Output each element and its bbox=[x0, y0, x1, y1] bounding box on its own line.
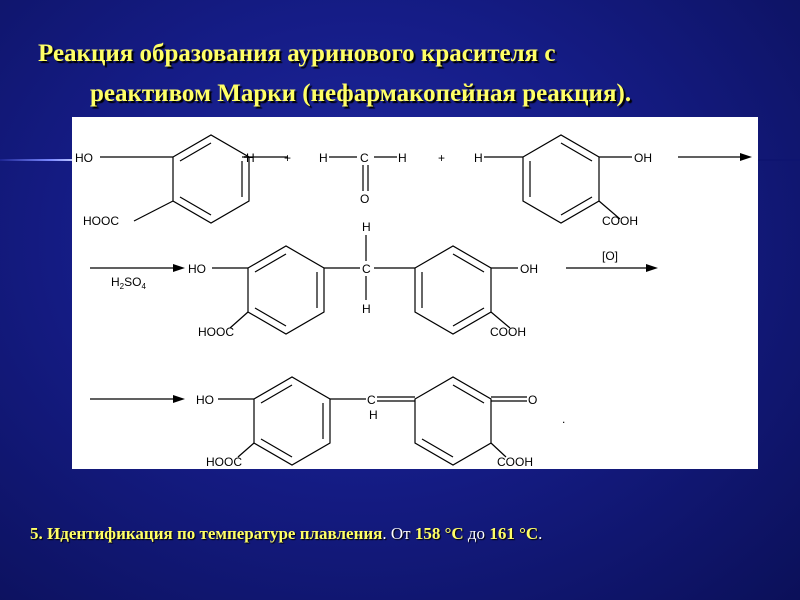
double-bond bbox=[452, 253, 485, 273]
label-h2so4-sub2: 2 bbox=[120, 282, 125, 291]
label-plus: + bbox=[284, 151, 291, 165]
melting-point-low: 158 °С bbox=[414, 524, 464, 543]
label-oh: OH bbox=[520, 262, 538, 276]
label-h: H bbox=[474, 151, 483, 165]
double-bond bbox=[254, 307, 287, 327]
label-cooh: COOH bbox=[490, 325, 526, 339]
label-h: H bbox=[362, 220, 371, 234]
double-bond bbox=[179, 142, 212, 162]
label-ho: HO bbox=[196, 393, 214, 407]
accent-line-right bbox=[758, 159, 800, 161]
label-h: H bbox=[319, 151, 328, 165]
benzene-ring-e bbox=[253, 376, 331, 466]
label-h2so4-sub4: 4 bbox=[141, 282, 146, 291]
label-cooh: COOH bbox=[602, 214, 638, 228]
slide-title-line2: реактивом Марки (нефармакопейная реакция… bbox=[90, 80, 632, 107]
benzene-ring-c bbox=[247, 245, 325, 335]
label-oxidant: [O] bbox=[602, 249, 618, 263]
bond-ring-cooh bbox=[490, 311, 511, 329]
arrowhead bbox=[740, 153, 752, 161]
label-h2so4-so: SO bbox=[124, 275, 141, 289]
label-o: O bbox=[360, 192, 369, 206]
label-oh: OH bbox=[634, 151, 652, 165]
label-h: H bbox=[246, 151, 255, 165]
label-h: H bbox=[369, 408, 378, 422]
label-h: H bbox=[362, 302, 371, 316]
double-bond bbox=[179, 196, 212, 216]
label-c: C bbox=[360, 151, 369, 165]
melting-point-high: 161 °С bbox=[489, 524, 539, 543]
reaction-scheme: HO H HOOC + H C H O + H OH COOH H2SO4 HO… bbox=[75, 134, 752, 469]
slide-title-line1: Реакция образования ауринового красителя… bbox=[38, 40, 556, 67]
double-bond bbox=[254, 253, 287, 273]
identification-heading: 5. Идентификация по температуре плавлени… bbox=[30, 524, 383, 543]
identification-from: . От bbox=[382, 524, 415, 543]
bond-ring-cooh bbox=[598, 200, 621, 220]
double-bond bbox=[452, 307, 485, 327]
identification-period: . bbox=[538, 524, 543, 543]
arrowhead bbox=[646, 264, 658, 272]
label-dot: . bbox=[562, 412, 565, 426]
double-bond bbox=[560, 142, 593, 162]
label-hooc: HOOC bbox=[206, 455, 242, 469]
bond-ring-hooc bbox=[133, 200, 174, 222]
label-ho: HO bbox=[75, 151, 93, 165]
benzene-ring-a bbox=[172, 134, 250, 224]
identification-to: до bbox=[463, 524, 490, 543]
label-c: C bbox=[362, 262, 371, 276]
accent-line bbox=[0, 159, 72, 161]
label-c: C bbox=[367, 393, 376, 407]
double-bond bbox=[421, 438, 454, 458]
arrowhead bbox=[173, 395, 185, 403]
label-plus: + bbox=[438, 151, 445, 165]
quinoid-ring-f bbox=[414, 376, 492, 466]
label-h: H bbox=[398, 151, 407, 165]
benzene-ring-d bbox=[414, 245, 492, 335]
bond-ring-hooc bbox=[229, 311, 249, 329]
label-ho: HO bbox=[188, 262, 206, 276]
label-cooh: COOH bbox=[497, 455, 533, 469]
identification-text: 5. Идентификация по температуре плавлени… bbox=[30, 524, 542, 544]
double-bond bbox=[260, 438, 293, 458]
double-bond bbox=[560, 196, 593, 216]
label-h2so4: H2SO4 bbox=[111, 275, 146, 291]
double-bond bbox=[452, 384, 485, 404]
label-o: O bbox=[528, 393, 537, 407]
bond-ring-cooh bbox=[490, 442, 507, 458]
label-hooc: HOOC bbox=[83, 214, 119, 228]
double-bond bbox=[260, 384, 293, 404]
reaction-scheme-panel: HO H HOOC + H C H O + H OH COOH H2SO4 HO… bbox=[72, 117, 758, 469]
benzene-ring-b bbox=[522, 134, 600, 224]
bond-ring-hooc bbox=[237, 442, 255, 458]
label-hooc: HOOC bbox=[198, 325, 234, 339]
label-h2so4-h: H bbox=[111, 275, 120, 289]
arrowhead bbox=[173, 264, 185, 272]
